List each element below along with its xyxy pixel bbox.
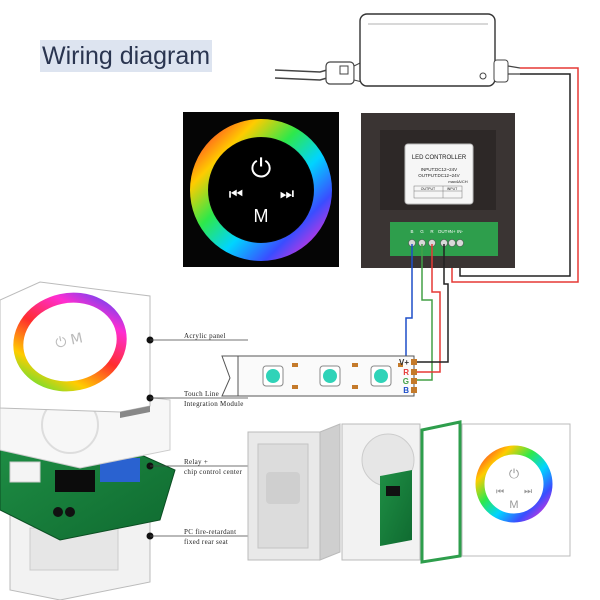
red-wire [416,244,441,373]
controller-terminal-label: IN+ [448,229,456,234]
controller-current-spec: max4A/CH [448,179,467,184]
strip-terminal-label: R [403,368,409,377]
vplus-wire [416,244,449,363]
controller-terminal-screw [456,239,464,247]
strip-terminal-pad [411,369,417,375]
led-controller: LED CONTROLLER INPUT:DC12~24V OUTPUT:DC1… [361,113,515,268]
strip-terminal-pad [411,378,417,384]
strip-terminal-label: B [403,386,409,395]
callout-label: Relay + [184,458,208,466]
callout-sublabel: fixed rear seat [184,538,228,546]
controller-terminal-label: OUT+ [438,229,450,234]
svg-text:⏮: ⏮ [496,487,504,497]
black-touch-panel [183,112,339,267]
callout-sublabel: chip control center [184,468,243,476]
controller-terminal-label: B [410,229,413,234]
svg-text:⏻ M: ⏻ M [54,330,84,351]
controller-terminal-label: R [430,229,434,234]
power-icon: ⏻ [251,154,272,184]
controller-heading: LED CONTROLLER [412,155,467,161]
controller-table-input: INPUT [447,187,458,191]
green-wire [416,244,433,381]
next-icon: ⏭ [280,184,294,203]
svg-text:M: M [509,499,518,511]
exploded-panel-assembly: ⏻ M [0,281,176,600]
mode-icon: M [254,206,269,226]
strip-terminal-pad [411,359,417,365]
controller-terminal-label: G [420,229,424,234]
callout-label: PC fire-retardant [184,528,236,536]
callout-label: Touch Line [184,390,219,398]
power-adapter [274,13,521,87]
strip-terminal-label: G [403,377,409,386]
controller-table-output: OUTPUT [421,187,436,191]
led-strip [221,355,415,397]
controller-terminal-screw [448,239,456,247]
callout-label: Acrylic panel [184,332,226,340]
svg-text:⏻: ⏻ [509,467,519,482]
controller-output-spec: OUTPUT:DC12~24V [418,173,459,178]
installation-sequence: ⏻ ⏮ ⏭ M [247,420,571,564]
svg-text:⏭: ⏭ [524,487,532,497]
page-title: Wiring diagram [40,40,213,72]
controller-input-spec: INPUT:DC12~24V [421,167,457,172]
previous-icon: ⏮ [229,184,243,203]
controller-terminal-label: IN- [457,229,464,234]
strip-terminals: V+RGB [399,358,417,395]
strip-terminal-label: V+ [399,358,409,367]
strip-terminal-pad [411,387,417,393]
adapter-red-wire [451,67,579,283]
callout-sublabel: Integration Module [184,400,244,408]
